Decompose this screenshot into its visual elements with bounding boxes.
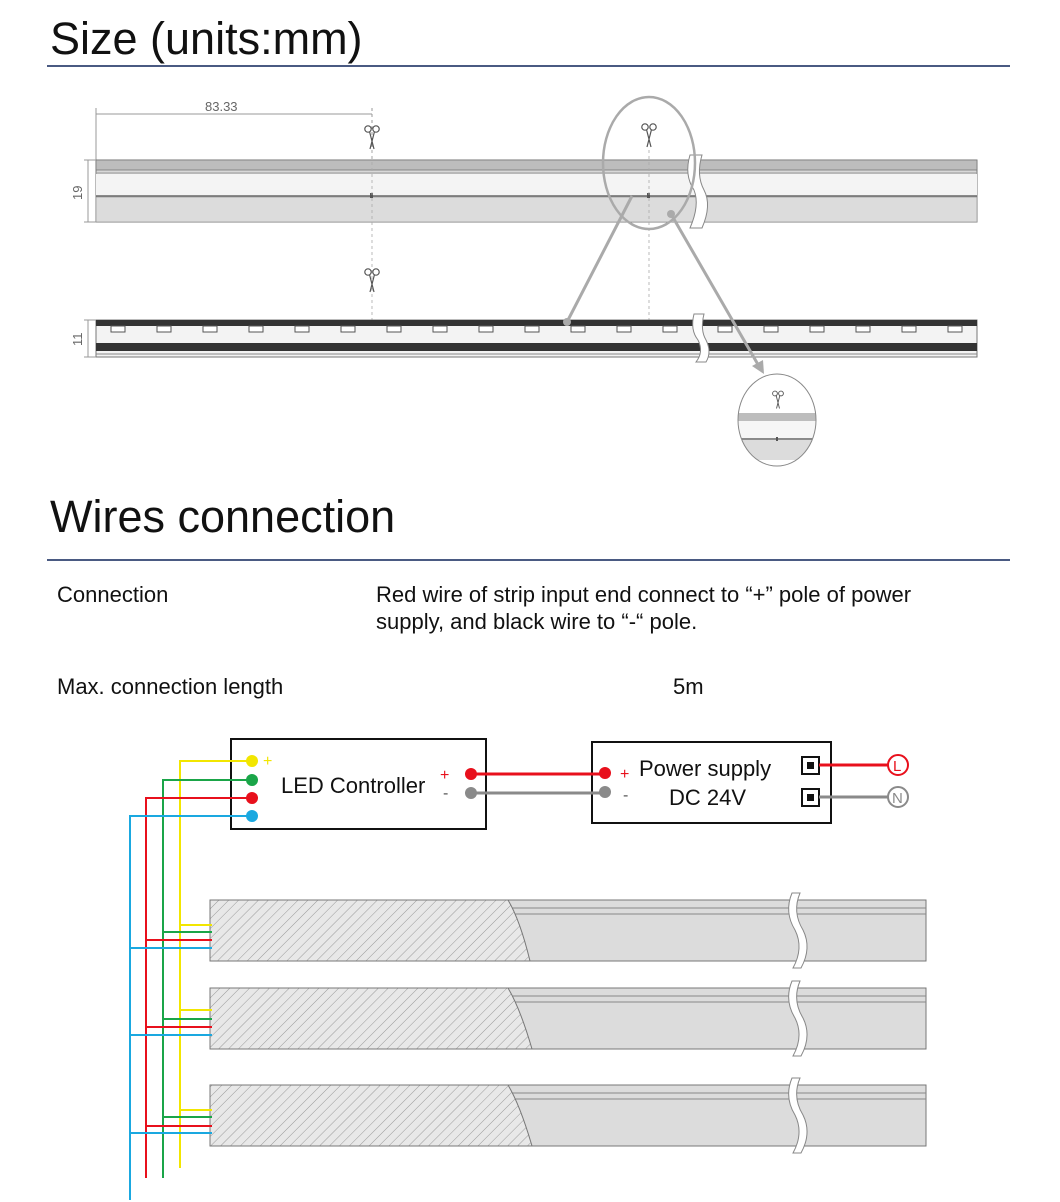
top-profile — [95, 154, 978, 229]
live-terminal — [887, 754, 909, 776]
led-controller: LED Controller + - + — [230, 738, 487, 830]
connection-label: Connection — [57, 582, 169, 607]
controller-output-minus: - — [443, 785, 448, 802]
length-dimension-label: 83.33 — [205, 99, 238, 114]
top-height-label: 19 — [70, 186, 85, 200]
top-height-dimension: 19 — [70, 159, 96, 223]
size-section-divider — [47, 65, 1010, 67]
led-strip — [130, 892, 927, 969]
power-supply-line2: DC 24V — [669, 785, 746, 810]
neutral-label: N — [892, 790, 903, 807]
led-controller-label: LED Controller — [281, 773, 425, 798]
zoom-pointer — [563, 195, 764, 374]
wires-section-divider — [47, 559, 1010, 561]
wiring-diagram: LED Controller + - + Power supply DC 24V… — [129, 738, 927, 1200]
max-length-value: 5m — [673, 674, 704, 699]
power-supply-line1: Power supply — [639, 756, 771, 781]
controller-bus — [129, 760, 252, 1200]
led-strip — [130, 1077, 927, 1154]
bottom-height-dimension: 11 — [70, 319, 96, 358]
length-dimension: 83.33 — [95, 99, 373, 160]
psu-minus: - — [623, 787, 628, 804]
led-strip — [130, 980, 927, 1057]
size-section-title: Size (units:mm) — [50, 13, 363, 64]
scissors-icon — [641, 123, 657, 148]
psu-plus: + — [620, 766, 629, 783]
power-supply: Power supply DC 24V + - — [591, 741, 832, 824]
connection-value-line2: supply, and black wire to “-“ pole. — [376, 609, 698, 634]
bottom-profile — [95, 313, 978, 363]
zoom-detail — [737, 373, 817, 467]
connection-value-line1: Red wire of strip input end connect to “… — [376, 582, 912, 607]
zoom-circle — [601, 95, 697, 231]
controller-output-plus: + — [440, 767, 449, 784]
controller-input-plus: + — [263, 753, 272, 770]
bottom-height-label: 11 — [70, 333, 85, 347]
max-length-label: Max. connection length — [57, 674, 284, 699]
size-drawing: 83.33 19 — [70, 95, 978, 467]
live-label: L — [893, 758, 901, 775]
neutral-terminal — [887, 786, 909, 808]
wires-section-title: Wires connection — [50, 491, 396, 542]
